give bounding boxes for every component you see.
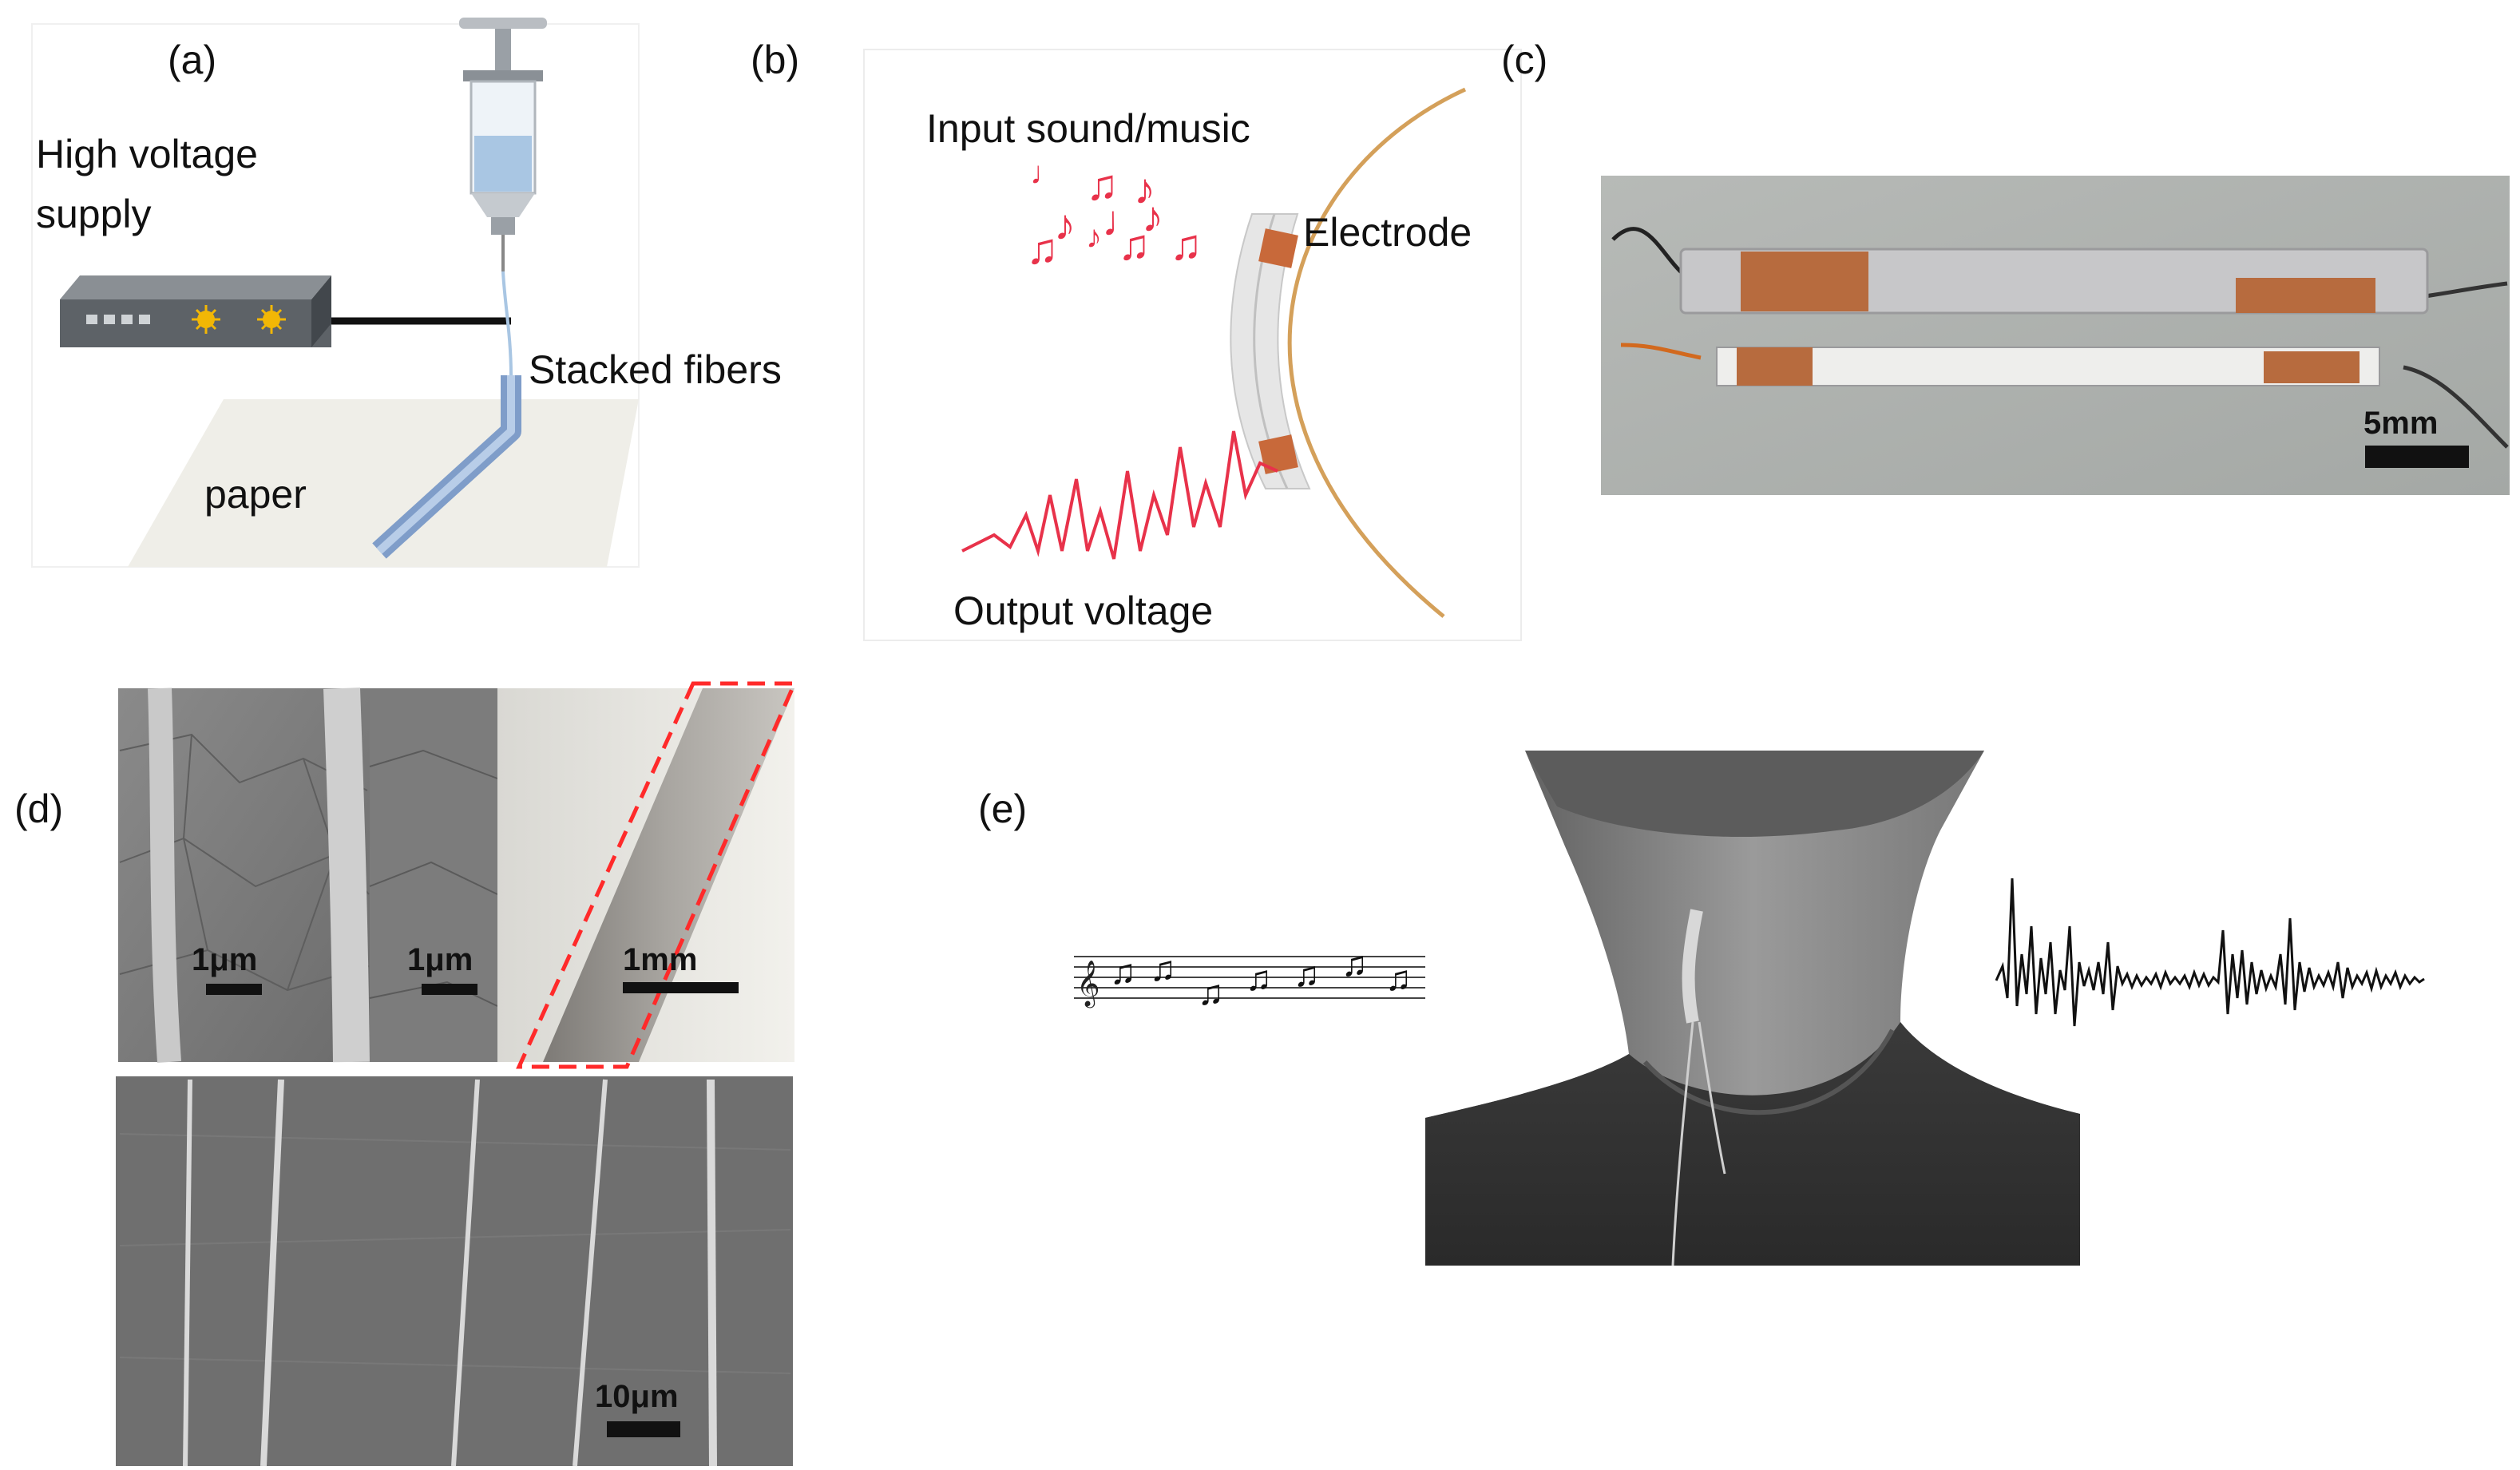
neck-photo <box>1425 751 2080 1266</box>
scalebar-10um: 10μm <box>595 1379 679 1414</box>
svg-text:♫: ♫ <box>1341 945 1368 984</box>
scalebar-1um-a: 1μm <box>192 942 257 977</box>
electrode-label: Electrode <box>1303 210 1472 255</box>
panel-b: (b) Input sound/music ♩ ♫ ♪ ♪ ♩ ♪ ♫ ♫ ♫ … <box>751 38 1522 641</box>
svg-text:♩: ♩ <box>1102 197 1145 245</box>
svg-text:♫: ♫ <box>1150 949 1176 989</box>
svg-text:♫: ♫ <box>1118 221 1151 269</box>
syringe-icon <box>459 18 547 376</box>
scalebar-5mm: 5mm <box>2363 406 2438 441</box>
panel-b-frame <box>863 49 1522 641</box>
panel-e-label: (e) <box>978 787 1027 831</box>
svg-text:♪: ♪ <box>1142 193 1163 241</box>
svg-text:♩: ♩ <box>1030 156 1062 191</box>
svg-text:♫: ♫ <box>1385 959 1412 998</box>
panel-c: (c) 5mm <box>1501 38 2510 495</box>
sem-image-fibers: 10μm <box>116 1076 793 1467</box>
svg-text:𝄞: 𝄞 <box>1076 961 1100 1008</box>
svg-text:♪: ♪ <box>1134 165 1155 213</box>
stacked-fibers <box>372 375 521 559</box>
svg-text:♫: ♫ <box>1110 953 1136 992</box>
svg-text:♫: ♫ <box>1170 221 1203 269</box>
supply-label-line2: supply <box>36 192 152 236</box>
scalebar-1um-b: 1μm <box>407 942 473 977</box>
stacked-fibers-label: Stacked fibers <box>529 347 782 392</box>
output-waveform <box>1995 878 2425 1027</box>
panel-b-label: (b) <box>751 38 799 82</box>
svg-text:♪: ♪ <box>1054 201 1076 249</box>
scalebar-5mm-bar <box>2365 446 2469 468</box>
supply-label-line1: High voltage <box>36 132 258 176</box>
svg-text:♫: ♫ <box>1198 973 1224 1012</box>
dashed-highlight-box <box>516 681 798 1069</box>
panel-e: (e) 𝄞 ♫♫ ♫♫ ♫♫ ♫♫ ♫ <box>978 751 2425 1266</box>
skin-arc <box>1287 87 1467 618</box>
svg-text:♪: ♪ <box>1086 220 1102 255</box>
svg-text:♫: ♫ <box>1086 161 1119 209</box>
music-notes-icon: ♩ ♫ ♪ ♪ ♩ ♪ ♫ ♫ ♫ ♪ <box>1026 156 1203 273</box>
panel-c-label: (c) <box>1501 38 1547 82</box>
optical-image: 1mm <box>497 681 798 1069</box>
panel-d: (d) 1μm 1μm <box>14 681 798 1467</box>
panel-a-label: (a) <box>168 38 216 82</box>
svg-text:♫: ♫ <box>1294 955 1320 994</box>
svg-text:♫: ♫ <box>1246 959 1272 998</box>
output-voltage-label: Output voltage <box>953 588 1213 633</box>
high-voltage-supply-icon <box>60 275 331 347</box>
device-strip <box>1230 213 1311 489</box>
voltage-waveform <box>961 430 1278 560</box>
svg-text:♫: ♫ <box>1026 225 1059 273</box>
panel-a: (a) High voltage supply <box>31 18 782 568</box>
neck-sensor <box>1682 909 1703 1024</box>
sem-image-2: 1μm <box>323 687 498 1063</box>
panel-d-label: (d) <box>14 787 63 831</box>
input-sound-label: Input sound/music <box>926 106 1250 151</box>
paper-label: paper <box>204 472 307 517</box>
electrode-bottom <box>1258 434 1298 474</box>
scalebar-1mm: 1mm <box>623 942 697 977</box>
electrode-top <box>1258 228 1298 268</box>
device-photo <box>1601 176 2510 495</box>
